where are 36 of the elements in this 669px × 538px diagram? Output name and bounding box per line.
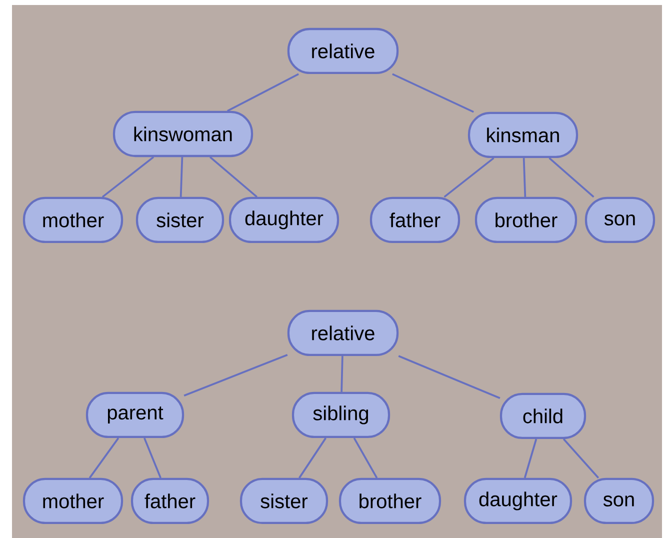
connector-line [548,157,594,198]
connector-line [398,355,500,400]
term-box: relative [287,28,399,74]
term-box: daughter [228,196,340,244]
connector-line [209,156,258,198]
term-box: daughter [464,478,572,524]
connector-line [184,354,288,397]
term-box: parent [86,392,184,438]
connector-line [392,73,474,113]
connector-line [522,158,526,197]
term-box: mother [22,478,124,524]
term-box: son [584,196,656,244]
connector-line [340,356,344,392]
connector-line [298,438,326,478]
term-box: relative [287,310,399,356]
term-box: brother [338,478,442,524]
term-box: kinsman [468,112,578,158]
connector-line [227,73,299,112]
term-box: father [130,478,210,524]
connector-line [562,438,600,479]
connector-line [524,438,538,478]
connector-line [144,438,162,478]
term-box: mother [22,196,124,244]
connector-line [180,157,184,197]
term-box: brother [474,196,578,244]
connector-line [444,157,494,198]
term-box: sister [136,196,224,244]
term-box: son [584,478,654,524]
term-box: father [370,196,460,244]
connector-line [353,438,378,478]
term-box: kinswoman [112,110,254,158]
connector-line [88,438,120,478]
term-box: child [500,392,586,440]
term-box: sister [240,478,328,524]
term-box: sibling [292,392,390,438]
connector-line [102,156,154,198]
